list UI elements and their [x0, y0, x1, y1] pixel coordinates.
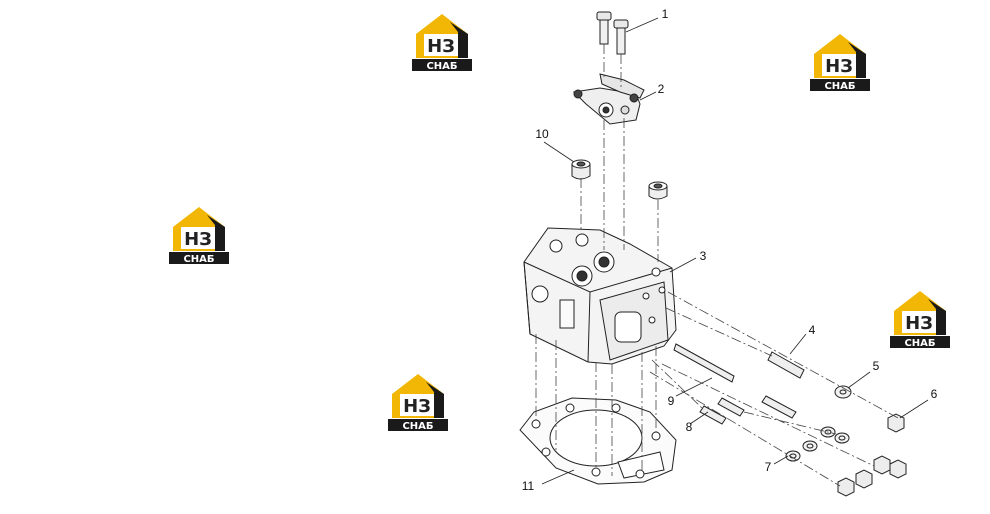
- logo-main-text: НЗ: [825, 56, 853, 77]
- part-gasket: [519, 397, 677, 485]
- callout-6: 6: [931, 387, 938, 401]
- callout-3: 3: [700, 249, 707, 263]
- callout-labels: 1 2 3 4 5 6 7 8 9 10 11: [522, 7, 938, 493]
- logo-sub-text: СНАБ: [824, 81, 855, 92]
- logo-sub-text: СНАБ: [904, 338, 935, 349]
- part-rocker-arm: [572, 73, 645, 125]
- part-nuts: [837, 413, 907, 497]
- house-logo-icon: НЗ СНАБ: [169, 207, 229, 265]
- callout-8: 8: [686, 420, 693, 434]
- part-washers: [785, 385, 852, 462]
- house-logo-icon: НЗ СНАБ: [810, 34, 870, 92]
- logo-main-text: НЗ: [403, 396, 431, 417]
- leader-lines: [541, 17, 929, 485]
- logo-main-text: НЗ: [427, 36, 455, 57]
- part-cylinder-head: [523, 227, 677, 365]
- part-long-stud: [673, 343, 735, 383]
- watermark-logo-5: НЗ СНАБ: [386, 372, 450, 432]
- callout-9: 9: [668, 394, 675, 408]
- house-logo-icon: НЗ СНАБ: [890, 291, 950, 349]
- logo-sub-text: СНАБ: [183, 254, 214, 265]
- part-bolts: [596, 11, 629, 55]
- watermark-logo-3: НЗ СНАБ: [167, 205, 231, 265]
- house-logo-icon: НЗ СНАБ: [388, 374, 448, 432]
- logo-main-text: НЗ: [184, 229, 212, 250]
- watermark-logo-2: НЗ СНАБ: [808, 32, 872, 92]
- watermark-logo-1: НЗ СНАБ: [410, 12, 474, 72]
- callout-10: 10: [535, 127, 549, 141]
- logo-sub-text: СНАБ: [426, 61, 457, 72]
- callout-2: 2: [658, 82, 665, 96]
- house-logo-icon: НЗ СНАБ: [412, 14, 472, 72]
- callout-7: 7: [765, 460, 772, 474]
- logo-sub-text: СНАБ: [402, 421, 433, 432]
- watermark-logo-4: НЗ СНАБ: [888, 289, 952, 349]
- callout-1: 1: [662, 7, 669, 21]
- part-cups: [571, 159, 668, 200]
- part-stud-4: [767, 351, 805, 379]
- callout-4: 4: [809, 323, 816, 337]
- logo-main-text: НЗ: [905, 313, 933, 334]
- part-short-studs: [699, 395, 797, 425]
- callout-5: 5: [873, 359, 880, 373]
- callout-11: 11: [522, 479, 535, 493]
- assembly-axes: [535, 44, 899, 487]
